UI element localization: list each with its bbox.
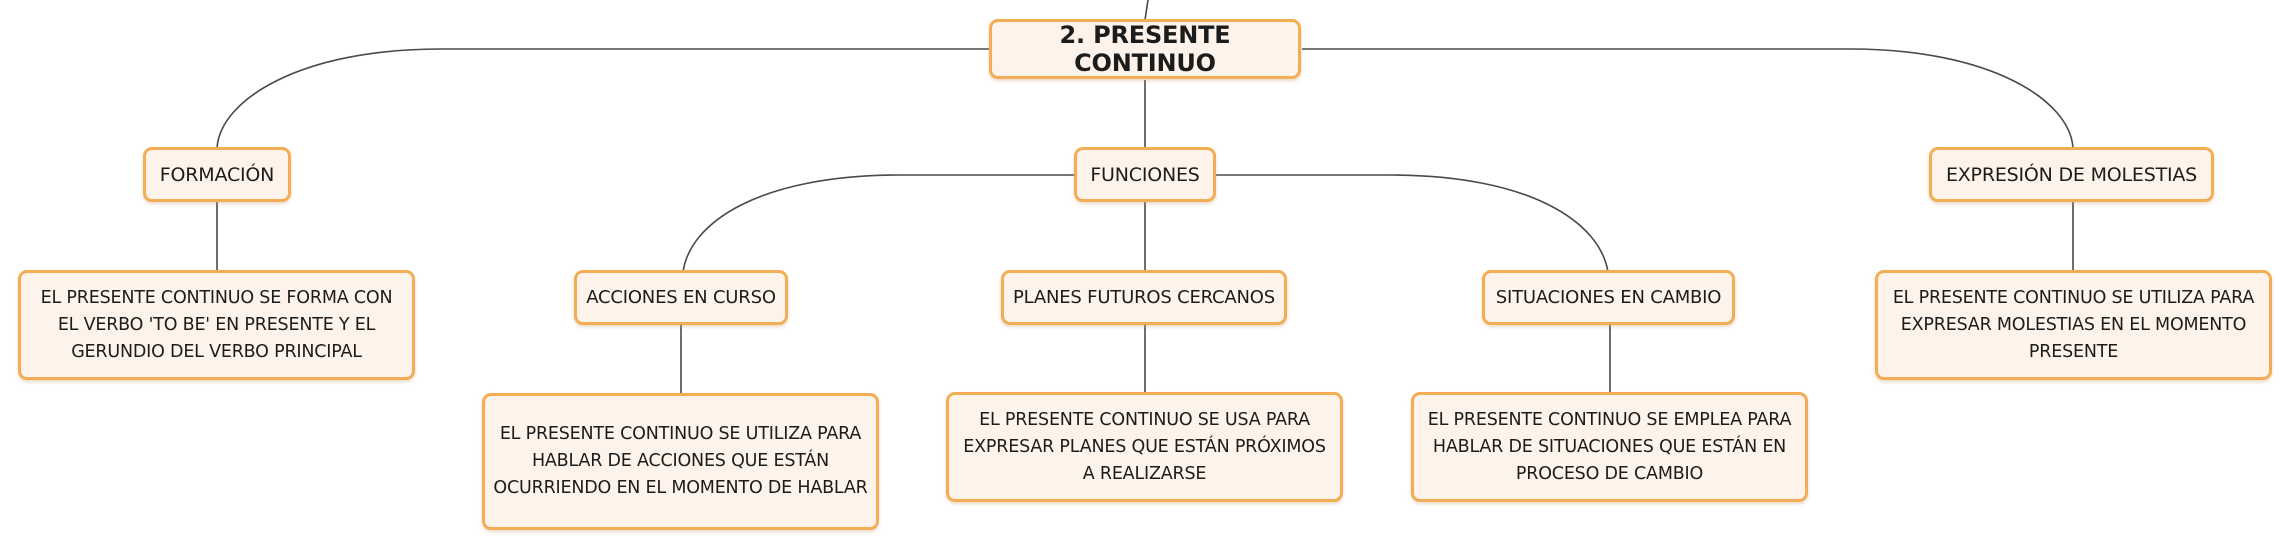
- funciones-node[interactable]: FUNCIONES: [1074, 147, 1216, 202]
- molestias-description-text: EL PRESENTE CONTINUO SE UTILIZA PARA EXP…: [1892, 287, 2255, 362]
- planes-description-node[interactable]: EL PRESENTE CONTINUO SE USA PARA EXPRESA…: [946, 392, 1343, 502]
- funciones-node-label: FUNCIONES: [1090, 163, 1200, 186]
- connector-root-to-formacion: [216, 48, 992, 149]
- molestias-node-label: EXPRESIÓN DE MOLESTIAS: [1945, 163, 2198, 186]
- connector-funciones-to-acciones: [682, 174, 1076, 273]
- acciones-description-text: EL PRESENTE CONTINUO SE UTILIZA PARA HAB…: [493, 424, 868, 498]
- connector-root-to-molestias: [1302, 48, 2074, 149]
- situaciones-node[interactable]: SITUACIONES EN CAMBIO: [1482, 270, 1735, 325]
- acciones-node[interactable]: ACCIONES EN CURSO: [574, 270, 788, 325]
- formacion-description-text: EL PRESENTE CONTINUO SE FORMA CON EL VER…: [40, 287, 393, 362]
- planes-node[interactable]: PLANES FUTUROS CERCANOS: [1001, 270, 1287, 325]
- situaciones-description-text: EL PRESENTE CONTINUO SE EMPLEA PARA HABL…: [1427, 409, 1792, 484]
- formacion-node[interactable]: FORMACIÓN: [143, 147, 291, 202]
- molestias-node[interactable]: EXPRESIÓN DE MOLESTIAS: [1929, 147, 2214, 202]
- molestias-description-node[interactable]: EL PRESENTE CONTINUO SE UTILIZA PARA EXP…: [1875, 270, 2272, 380]
- situaciones-node-label: SITUACIONES EN CAMBIO: [1495, 287, 1722, 308]
- planes-description-text: EL PRESENTE CONTINUO SE USA PARA EXPRESA…: [963, 409, 1326, 484]
- connector-funciones-to-situaciones: [1214, 174, 1609, 273]
- acciones-description-node[interactable]: EL PRESENTE CONTINUO SE UTILIZA PARA HAB…: [482, 393, 879, 530]
- root-node[interactable]: 2. PRESENTE CONTINUO: [989, 19, 1301, 79]
- planes-node-label: PLANES FUTUROS CERCANOS: [1012, 287, 1275, 308]
- formacion-node-label: FORMACIÓN: [159, 163, 275, 186]
- situaciones-description-node[interactable]: EL PRESENTE CONTINUO SE EMPLEA PARA HABL…: [1411, 392, 1808, 502]
- formacion-description-node[interactable]: EL PRESENTE CONTINUO SE FORMA CON EL VER…: [18, 270, 415, 380]
- root-node-label: 2. PRESENTE CONTINUO: [1059, 21, 1231, 77]
- acciones-node-label: ACCIONES EN CURSO: [586, 287, 776, 308]
- connector-parent-to-root: [1144, 0, 1149, 21]
